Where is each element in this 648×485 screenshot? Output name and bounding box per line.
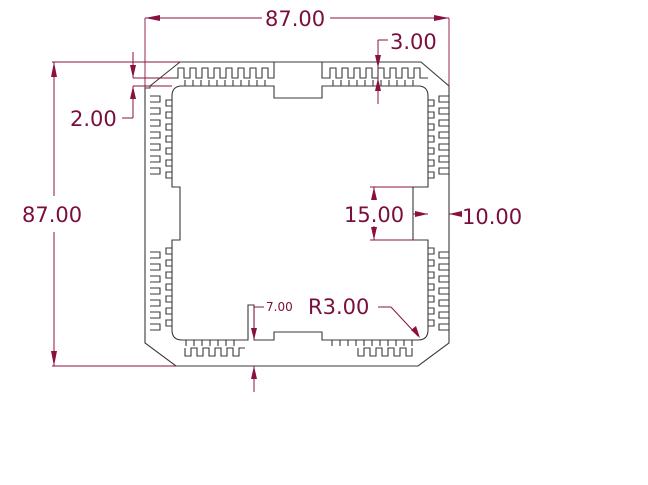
left-fins <box>150 95 161 331</box>
overall-width-label: 87.00 <box>265 7 325 31</box>
fin-height-dimension: 3.00 <box>375 30 437 104</box>
overall-width-dimension: 87.00 <box>144 7 450 88</box>
bottom-fins <box>184 347 413 357</box>
slot-depth-label: 10.00 <box>462 205 522 229</box>
overall-height-dimension: 87.00 <box>22 61 180 367</box>
inner-profile <box>171 85 429 341</box>
fin-height-label: 3.00 <box>390 30 437 54</box>
inner-top-fins <box>184 80 414 86</box>
inner-bottom-fins <box>185 340 413 346</box>
slot-length-label: 15.00 <box>344 203 404 227</box>
outer-profile <box>144 61 450 367</box>
top-fins <box>172 62 428 79</box>
inner-right-fins <box>428 99 435 327</box>
slot-length-dimension: 15.00 <box>344 186 413 241</box>
inner-left-fins <box>165 99 172 327</box>
corner-radius-label: R3.00 <box>308 295 369 319</box>
wall-thickness-label: 2.00 <box>70 107 117 131</box>
slot-depth-dimension: 10.00 <box>413 205 522 229</box>
wall-thickness-dimension: 2.00 <box>70 52 172 131</box>
right-fins <box>438 95 449 331</box>
tab-height-label: 7.00 <box>266 300 293 314</box>
tab-height-dimension: 7.00 <box>251 300 293 392</box>
overall-height-label: 87.00 <box>22 203 82 227</box>
corner-radius-dimension: R3.00 <box>308 295 420 338</box>
